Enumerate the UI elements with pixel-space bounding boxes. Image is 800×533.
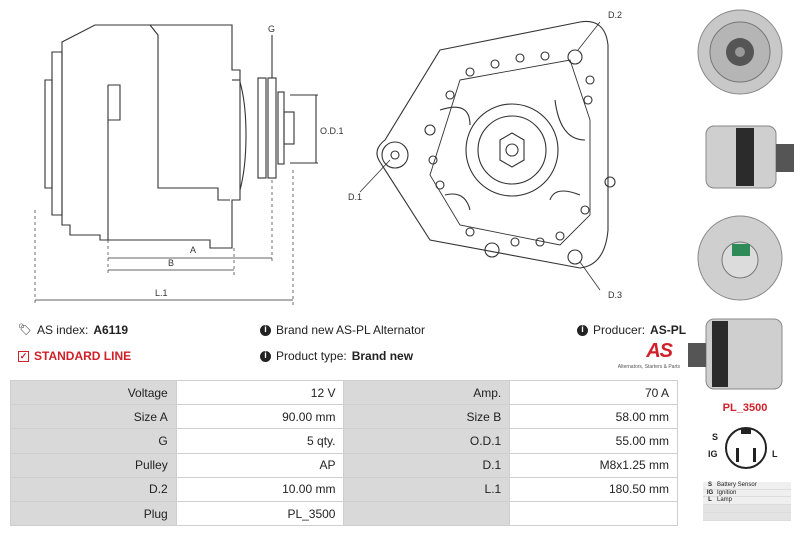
legend-row: IG Ignition: [703, 489, 791, 497]
spec-key: O.D.1: [343, 428, 511, 454]
alternator-side-photo: [705, 125, 794, 189]
legend-row-blank: [703, 504, 791, 513]
spec-key: G: [10, 428, 177, 454]
spec-key: Amp.: [343, 379, 511, 406]
info-icon: i: [577, 324, 588, 336]
producer-label: Producer:: [593, 323, 646, 337]
spec-key: Size A: [10, 404, 177, 430]
spec-value: 70 A: [509, 379, 678, 406]
spec-value: 58.00 mm: [509, 404, 678, 430]
tag-icon: 🏷: [18, 323, 32, 336]
spec-key: Size B: [343, 404, 511, 430]
spec-key: Voltage: [10, 379, 177, 406]
spec-value: [509, 500, 678, 527]
spec-key: Plug: [10, 500, 177, 527]
spec-value: 55.00 mm: [509, 428, 678, 454]
spec-value: 12 V: [175, 379, 345, 406]
brand-row: i Brand new AS-PL Alternator: [260, 323, 425, 337]
legend-row: L Lamp: [703, 497, 791, 505]
spec-key: Pulley: [10, 452, 177, 478]
legend-key: IG: [706, 489, 714, 496]
spec-value: 180.50 mm: [509, 476, 678, 502]
dim-label-g: G: [268, 24, 275, 34]
dim-label-d3: D.3: [608, 290, 622, 300]
spec-key: L.1: [343, 476, 511, 502]
product-type-row: i Product type: Brand new: [260, 349, 413, 363]
as-index-row: 🏷 AS index: A6119: [18, 323, 128, 337]
alternator-side2-photo: [688, 318, 783, 390]
standard-line-label: STANDARD LINE: [34, 349, 132, 363]
info-icon: i: [260, 324, 271, 336]
info-icon: i: [260, 350, 271, 362]
plug-title: PL_3500: [722, 402, 768, 414]
plug-terminal-ig-label: IG: [708, 449, 718, 459]
legend-value: Battery Sensor: [717, 482, 757, 489]
dim-label-od1: O.D.1: [320, 126, 344, 136]
technical-drawing: G A B L.1 O.D.1 D.1 D.2 D.3: [34, 10, 622, 305]
spec-value: 10.00 mm: [175, 476, 345, 502]
dim-label-a: A: [190, 245, 196, 255]
spec-key: D.1: [343, 452, 511, 478]
dim-label-d2: D.2: [608, 10, 622, 20]
spec-value: M8x1.25 mm: [509, 452, 678, 478]
plug-diagram: S IG L: [700, 420, 790, 478]
plug-legend: S Battery Sensor IG Ignition L Lamp: [703, 482, 791, 521]
dim-label-l1: L.1: [155, 288, 168, 298]
dim-label-b: B: [168, 258, 174, 268]
spec-value: 90.00 mm: [175, 404, 345, 430]
producer-value: AS-PL: [650, 323, 687, 337]
spec-value: AP: [175, 452, 345, 478]
plug-terminal-s-label: S: [712, 432, 719, 442]
as-pl-logo-mark: AS: [646, 340, 673, 362]
as-index-label: AS index:: [36, 323, 89, 337]
product-type-value: Brand new: [351, 349, 414, 363]
legend-key: S: [707, 482, 712, 489]
producer-row: i Producer: AS-PL: [577, 323, 686, 337]
plug-terminal-l-label: L: [772, 449, 778, 459]
product-type-label: Product type:: [276, 349, 347, 363]
alternator-rear-photo: [697, 215, 783, 301]
legend-value: Lamp: [717, 497, 733, 504]
spec-key: D.2: [10, 476, 177, 502]
standard-line-row: ✓ STANDARD LINE: [18, 349, 131, 363]
plug-connector-icon: [725, 427, 767, 469]
legend-row-blank: [703, 512, 791, 521]
as-pl-logo-tagline: Alternators, Starters & Parts: [617, 364, 680, 370]
checkbox-icon: ✓: [18, 350, 29, 362]
legend-key: L: [708, 497, 712, 504]
spec-key: [343, 500, 511, 527]
as-pl-logo: AS Alternators, Starters & Parts: [610, 340, 680, 372]
legend-value: Ignition: [717, 489, 737, 496]
spec-value: PL_3500: [175, 500, 345, 527]
spec-value: 5 qty.: [175, 428, 345, 454]
as-index-value: A6119: [93, 323, 129, 337]
brand-label: Brand new AS-PL Alternator: [276, 323, 425, 337]
legend-row: S Battery Sensor: [703, 482, 791, 490]
dim-label-d1: D.1: [348, 192, 362, 202]
alternator-front-photo: [697, 9, 783, 95]
